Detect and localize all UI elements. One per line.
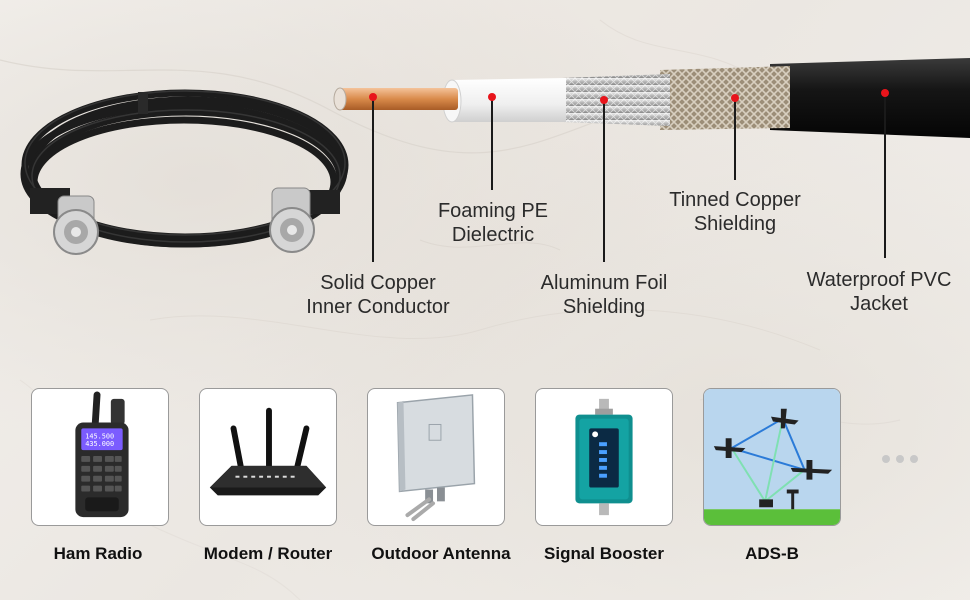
label-aluminum-foil: Aluminum Foil Shielding [526, 271, 682, 319]
label-solid-copper-line1: Solid Copper [320, 272, 436, 294]
label-aluminum-foil-line2: Shielding [562, 296, 646, 318]
label-tinned-copper-line2: Shielding [693, 213, 777, 235]
label-foaming-pe: Foaming PE Dielectric [418, 199, 568, 247]
label-foaming-pe-line1: Foaming PE [437, 200, 549, 222]
label-solid-copper-line2: Inner Conductor [306, 296, 450, 318]
ads-b-icon [704, 389, 840, 525]
caption-ham-radio: Ham Radio [53, 544, 143, 563]
caption-router: Modem / Router [203, 544, 333, 563]
router-icon [209, 407, 327, 496]
tile-router [199, 388, 337, 526]
ellipsis-icon [882, 455, 918, 463]
label-aluminum-foil-line1: Aluminum Foil [540, 272, 668, 294]
label-tinned-copper-line1: Tinned Copper [669, 189, 801, 211]
cable-layers-image [333, 58, 970, 138]
n-connector-left [30, 188, 99, 255]
tile-outdoor-antenna [367, 388, 505, 526]
label-tinned-copper: Tinned Copper Shielding [654, 188, 816, 236]
svg-text:145.500: 145.500 [85, 432, 114, 440]
tile-signal-booster [535, 388, 673, 526]
label-foaming-pe-line2: Dielectric [451, 224, 535, 246]
panel-antenna-icon [396, 394, 476, 522]
label-solid-copper: Solid Copper Inner Conductor [290, 271, 466, 319]
tile-ads-b [703, 388, 841, 526]
signal-booster-icon [575, 398, 633, 516]
ham-radio-icon: 145.500 435.000 [75, 391, 129, 518]
label-pvc-jacket-line1: Waterproof PVC [806, 269, 952, 291]
label-pvc-jacket: Waterproof PVC Jacket [794, 268, 964, 316]
label-pvc-jacket-line2: Jacket [850, 293, 908, 315]
caption-ads-b: ADS-B [745, 544, 799, 563]
tile-ham-radio: 145.500 435.000 [31, 388, 169, 526]
coiled-cable-image [20, 89, 349, 255]
caption-signal-booster: Signal Booster [544, 544, 664, 563]
caption-outdoor-antenna: Outdoor Antenna [371, 544, 511, 563]
n-connector-right [269, 187, 340, 253]
svg-text:435.000: 435.000 [85, 440, 114, 448]
